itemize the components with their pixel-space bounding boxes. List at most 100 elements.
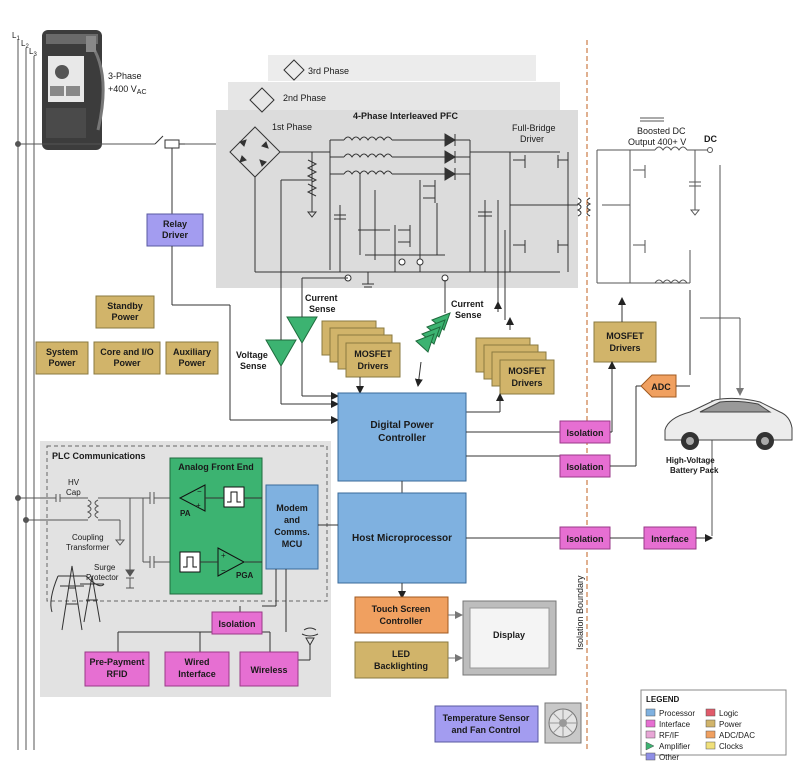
relay-symbol <box>154 135 185 214</box>
isolation-block-3: Isolation <box>559 526 611 550</box>
plc-coupling-schematic <box>15 492 180 589</box>
label-three-phase: 3-Phase <box>108 71 142 81</box>
plc-label: PLC Communications <box>52 451 146 461</box>
svg-text:Pre-Payment: Pre-Payment <box>89 657 144 667</box>
isolation-block-1: Isolation <box>559 420 611 444</box>
legend-item-label: Clocks <box>719 742 743 751</box>
current-sense-amp-a <box>286 316 318 345</box>
host-microprocessor-block: Host Microprocessor <box>337 492 467 584</box>
svg-text:Power: Power <box>48 358 76 368</box>
coupling-label-1: Coupling <box>72 533 104 542</box>
voltage-sense-label-2: Sense <box>240 361 267 371</box>
svg-text:Isolation: Isolation <box>566 428 603 438</box>
mosfet-drivers-a: MOSFET Drivers <box>321 320 401 378</box>
system-power-block: System Power <box>35 341 89 375</box>
boosted-label-2: Output 400+ V <box>628 137 686 147</box>
svg-text:Touch Screen: Touch Screen <box>372 604 431 614</box>
core-io-power-block: Core and I/O Power <box>93 341 161 375</box>
svg-text:−: − <box>221 566 226 575</box>
auxiliary-power-block: Auxiliary Power <box>165 341 219 375</box>
svg-text:+: + <box>221 551 226 560</box>
svg-text:Drivers: Drivers <box>357 361 388 371</box>
bridge-rectifier-3 <box>283 59 305 81</box>
current-sense-a-label-1: Current <box>305 293 338 303</box>
wireless-block: Wireless <box>239 651 299 687</box>
legend-item-label: RF/IF <box>659 731 679 740</box>
svg-text:LED: LED <box>392 649 411 659</box>
wired-interface-block: Wired Interface <box>164 651 230 687</box>
legend-item-label: Power <box>719 720 742 729</box>
plc-dashed-border <box>46 445 328 602</box>
hv-cap-label-1: HV <box>68 478 80 487</box>
legend-item-label: Logic <box>719 709 738 718</box>
legend-swatch <box>705 719 716 728</box>
interface-block: Interface <box>643 526 697 550</box>
svg-text:Comms.: Comms. <box>274 527 310 537</box>
mosfet-drivers-b: MOSFET Drivers <box>475 337 555 395</box>
svg-text:Power: Power <box>111 312 139 322</box>
legend-swatch <box>645 730 656 739</box>
svg-text:Isolation: Isolation <box>566 534 603 544</box>
digital-power-controller-block: Digital Power Controller <box>337 392 467 482</box>
voltage-sense-amp <box>265 339 297 368</box>
svg-text:Isolation: Isolation <box>566 462 603 472</box>
charging-station-icon <box>42 30 105 150</box>
legend-title: LEGEND <box>646 695 680 704</box>
legend-swatch <box>705 708 716 717</box>
label-l2: L2 <box>21 39 29 50</box>
phase-2-label: 2nd Phase <box>283 93 326 103</box>
svg-text:−: − <box>197 487 202 496</box>
voltage-sense-label-1: Voltage <box>236 350 268 360</box>
legend-swatch <box>705 741 716 750</box>
temperature-sensor-block: Temperature Sensor and Fan Control <box>434 705 539 743</box>
svg-text:MOSFET: MOSFET <box>606 331 644 341</box>
svg-text:Drivers: Drivers <box>511 378 542 388</box>
legend-swatch <box>705 730 716 739</box>
modem-mcu-block: Modem and Comms. MCU <box>265 484 319 570</box>
phase-3-label: 3rd Phase <box>308 66 349 76</box>
svg-text:Temperature Sensor: Temperature Sensor <box>443 713 530 723</box>
pfc-schematic <box>254 133 592 320</box>
label-l3: L3 <box>29 47 37 58</box>
pfc-title: 4-Phase Interleaved PFC <box>353 111 459 121</box>
current-sense-b-label-1: Current <box>451 299 484 309</box>
dc-label: DC <box>704 134 717 144</box>
svg-text:and: and <box>284 515 300 525</box>
led-backlighting-block: LED Backlighting <box>354 641 449 679</box>
current-sense-b-label-2: Sense <box>455 310 482 320</box>
svg-text:Power: Power <box>113 358 141 368</box>
bridge-rectifier-2 <box>249 87 275 113</box>
sense-wires <box>280 179 514 408</box>
power-tower-icon <box>50 565 105 631</box>
svg-text:Host Microprocessor: Host Microprocessor <box>352 533 452 544</box>
svg-text:PA: PA <box>180 509 191 518</box>
relay-driver-block: Relay Driver <box>146 213 204 247</box>
mains-lines <box>17 40 35 750</box>
svg-text:Controller: Controller <box>379 616 422 626</box>
svg-text:Power: Power <box>178 358 206 368</box>
svg-text:Driver: Driver <box>162 230 189 240</box>
svg-text:Wired: Wired <box>185 657 210 667</box>
phase-2-panel <box>228 82 560 110</box>
output-stage-schematic <box>596 117 713 284</box>
svg-text:PGA: PGA <box>236 571 254 580</box>
legend-item-label: Other <box>659 753 679 761</box>
touch-screen-controller-block: Touch Screen Controller <box>354 596 449 634</box>
phase-1-label: 1st Phase <box>272 122 312 132</box>
svg-text:Digital Power: Digital Power <box>370 420 433 431</box>
svg-text:MOSFET: MOSFET <box>508 366 546 376</box>
mosfet-drivers-c: MOSFET Drivers <box>593 321 657 363</box>
antenna-icon <box>301 627 319 637</box>
tx-filter <box>223 486 245 508</box>
svg-text:Modem: Modem <box>276 503 308 513</box>
current-sense-a-label-2: Sense <box>309 304 336 314</box>
isolation-boundary-label: Isolation Boundary <box>575 575 585 650</box>
legend-item-label: Processor <box>659 709 695 718</box>
svg-text:Drivers: Drivers <box>609 343 640 353</box>
fan-icon <box>544 702 582 744</box>
isolation-block-2: Isolation <box>559 454 611 478</box>
svg-text:ADC: ADC <box>651 382 671 392</box>
